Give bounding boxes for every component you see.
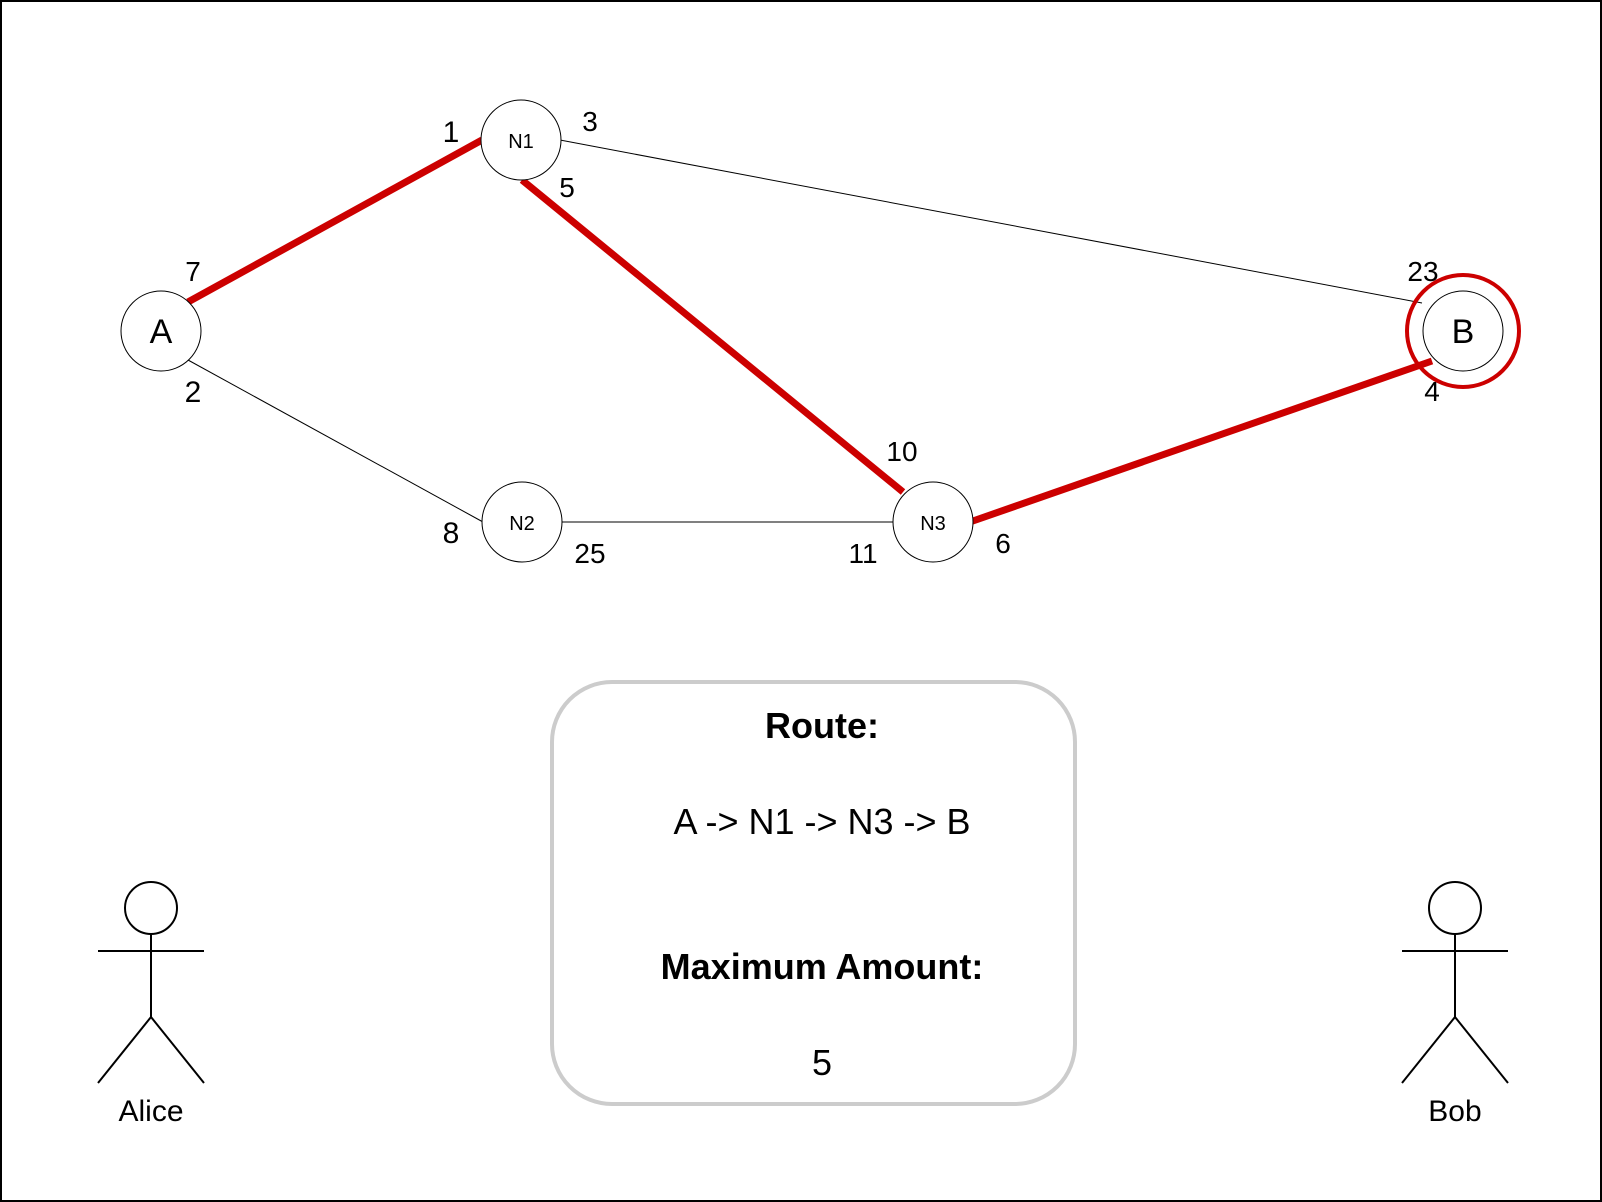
- node-b-label: B: [1452, 313, 1475, 351]
- node-a-label: A: [150, 313, 173, 351]
- node-n3: N3: [892, 481, 974, 563]
- capacity-label: 10: [886, 436, 917, 467]
- capacity-label: 7: [185, 256, 201, 287]
- edge-a-n2: [187, 359, 484, 523]
- route-edge-n1-n3: [519, 177, 906, 495]
- route-edge-a-n1: [186, 136, 484, 306]
- node-n2: N2: [481, 481, 563, 563]
- node-b: B: [1405, 273, 1521, 389]
- capacity-label: 4: [1424, 376, 1440, 407]
- alice-figure: [97, 881, 205, 1084]
- edge-n1-b: [559, 139, 1423, 304]
- capacity-label: 1: [443, 116, 460, 149]
- capacity-label: 8: [443, 517, 460, 550]
- route-path: A -> N1 -> N3 -> B: [673, 801, 970, 842]
- capacity-label: 2: [185, 376, 202, 409]
- node-n2-label: N2: [509, 513, 535, 535]
- max-amount-heading: Maximum Amount:: [661, 946, 984, 987]
- receiver-name: Bob: [1428, 1095, 1481, 1128]
- capacity-label: 6: [995, 528, 1011, 559]
- node-n3-label: N3: [920, 513, 946, 535]
- bob-figure: [1401, 881, 1509, 1084]
- destination-highlight-ring: [1405, 273, 1521, 389]
- capacity-label: 5: [559, 172, 575, 203]
- sender-name: Alice: [118, 1095, 183, 1128]
- capacity-label: 23: [1407, 256, 1438, 287]
- max-amount-value: 5: [812, 1042, 832, 1083]
- route-info-box: Route: A -> N1 -> N3 -> B Maximum Amount…: [550, 680, 1077, 1106]
- route-heading: Route:: [765, 705, 879, 746]
- capacity-label: 3: [582, 106, 598, 137]
- node-n1-label: N1: [508, 131, 534, 153]
- node-n1: N1: [480, 99, 562, 181]
- capacity-label: 11: [848, 538, 877, 569]
- route-edge-n3-b: [968, 357, 1434, 526]
- node-a: A: [120, 290, 202, 372]
- capacity-label: 25: [574, 538, 605, 569]
